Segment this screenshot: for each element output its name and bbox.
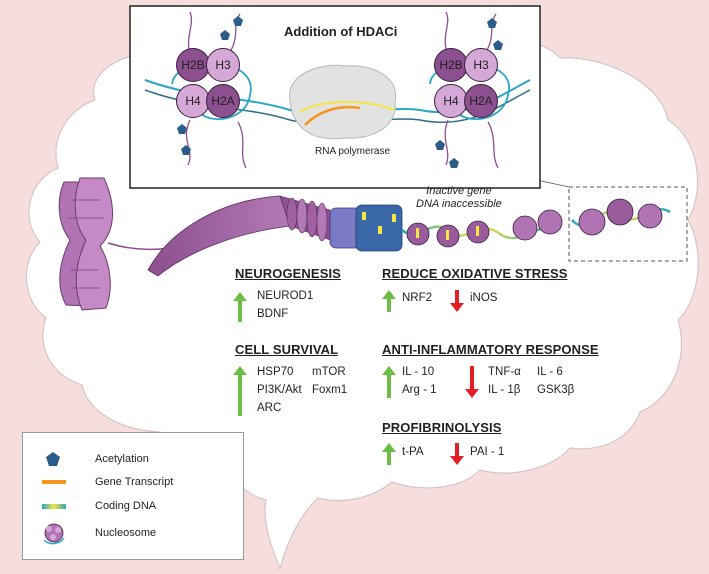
legend-label: Acetylation <box>95 453 149 465</box>
survival-item: Foxm1 <box>312 384 348 396</box>
fibrinolysis-up-item: t-PA <box>402 446 424 458</box>
survival-item: mTOR <box>312 366 346 378</box>
chromatin-fiber <box>147 171 688 277</box>
down-arrow-icon <box>465 366 479 398</box>
neurogenesis-header: NEUROGENESIS <box>235 266 341 281</box>
up-arrow-icon <box>382 290 396 312</box>
down-arrow-icon <box>450 443 464 465</box>
rna-polymerase-label: RNA polymerase <box>315 146 391 157</box>
histone-h4-left: H4 <box>176 84 210 118</box>
nucleosome-icon <box>43 523 65 545</box>
legend-label: Gene Transcript <box>95 476 174 488</box>
gradient-line-icon <box>42 504 66 509</box>
up-arrow-icon <box>382 443 396 465</box>
chromosome-icon <box>58 177 114 311</box>
pentagon-icon <box>46 452 60 466</box>
histone-h3-right: H3 <box>464 48 498 82</box>
histone-h4-right: H4 <box>434 84 468 118</box>
orange-line-icon <box>42 480 66 484</box>
oxidative-down-item: iNOS <box>470 292 498 304</box>
inflammatory-down-item: IL - 6 <box>537 366 563 378</box>
inflammatory-up-item: Arg - 1 <box>402 384 437 396</box>
legend-label: Nucleosome <box>95 527 157 539</box>
rna-polymerase-icon <box>289 64 397 140</box>
neurogenesis-item: NEUROD1 <box>257 290 314 302</box>
histone-h2a-left: H2A <box>206 84 240 118</box>
down-arrow-icon <box>450 290 464 312</box>
inflammatory-down-item: IL - 1β <box>488 384 521 396</box>
profibrinolysis-header: PROFIBRINOLYSIS <box>382 420 502 435</box>
histone-h2b-left: H2B <box>176 48 210 82</box>
histone-h2a-right: H2A <box>464 84 498 118</box>
inflammatory-down-item: GSK3β <box>537 384 575 396</box>
cell-survival-header: CELL SURVIVAL <box>235 342 339 357</box>
survival-item: PI3K/Akt <box>257 384 302 396</box>
acetylation-icons <box>177 16 503 168</box>
survival-item: HSP70 <box>257 366 294 378</box>
anti-inflammatory-header: ANTI-INFLAMMATORY RESPONSE <box>382 342 599 357</box>
neurogenesis-item: BDNF <box>257 308 289 320</box>
inflammatory-up-item: IL - 10 <box>402 366 435 378</box>
oxidative-up-item: NRF2 <box>402 292 433 304</box>
up-arrow-icon <box>233 366 247 416</box>
legend-label: Coding DNA <box>95 500 157 512</box>
inset-title: Addition of HDACi <box>284 24 398 39</box>
fibrinolysis-down-item: PAI - 1 <box>470 446 505 458</box>
up-arrow-icon <box>382 366 396 398</box>
up-arrow-icon <box>233 292 247 322</box>
survival-item: ARC <box>257 402 282 414</box>
oxidative-header: REDUCE OXIDATIVE STRESS <box>382 266 568 281</box>
histone-h2b-right: H2B <box>434 48 468 82</box>
inactive-gene-label: Inactive gene DNA inaccessible <box>416 185 502 210</box>
inflammatory-down-item: TNF-α <box>488 366 521 378</box>
histone-h3-left: H3 <box>206 48 240 82</box>
